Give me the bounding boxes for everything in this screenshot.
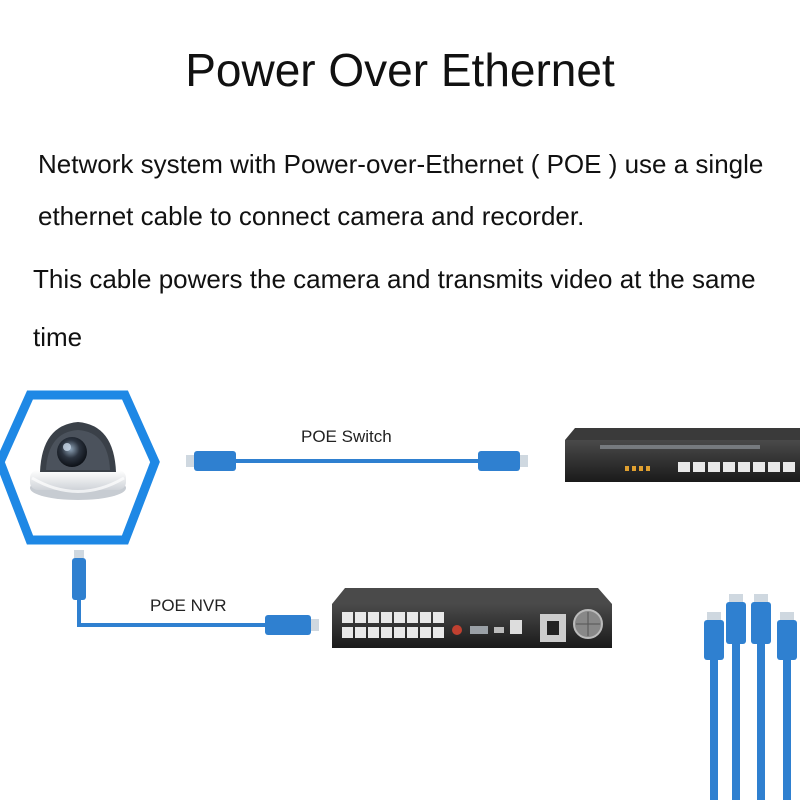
poe-nvr-label: POE NVR [150,596,227,615]
description-paragraph-2: This cable powers the camera and transmi… [33,264,756,352]
switch-ethernet-cable [186,451,528,471]
poe-switch-label: POE Switch [301,427,392,446]
description-paragraph-1: Network system with Power-over-Ethernet … [38,149,764,231]
nvr-ethernet-cable [72,550,319,635]
dome-camera-icon [30,422,126,500]
network-switch-icon [565,428,800,482]
ethernet-cable-icon [704,594,797,800]
page-title: Power Over Ethernet [185,44,615,96]
nvr-recorder-icon [332,588,612,648]
camera-hexagon [0,390,160,545]
